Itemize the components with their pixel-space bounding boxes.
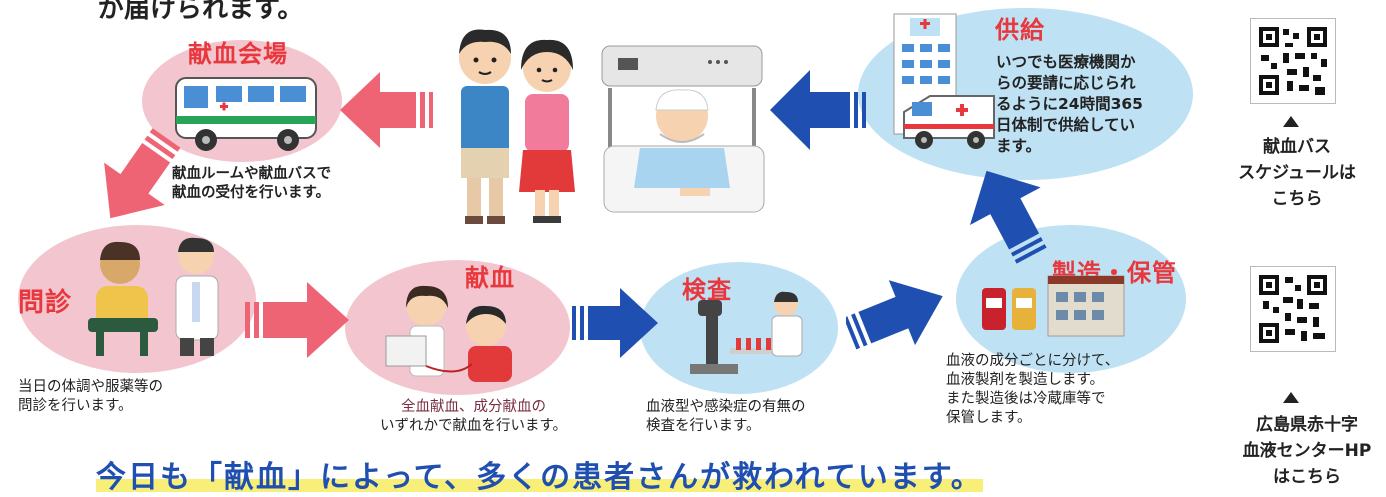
supply-desc-line2: らの要請に応じられ	[996, 74, 1136, 92]
arrow-right-blue-1-icon	[572, 288, 658, 358]
test-title: 検査	[682, 276, 732, 304]
supply-desc-line1: いつでも医療機関か	[996, 53, 1136, 71]
arrow-left-blue-icon	[770, 70, 866, 150]
top-cut-text: が届けられます。	[98, 0, 304, 24]
banner: 今日も「献血」によって、多くの患者さんが救われています。	[96, 452, 1096, 495]
interview-title: 問診	[18, 288, 73, 318]
qr1-caption-line2: スケジュールは	[1238, 163, 1356, 183]
arrow-down-pink-icon	[104, 128, 181, 219]
donation-scene-icon	[385, 285, 512, 382]
venue-desc: 献血ルームや献血バスで 献血の受付を行います。	[172, 165, 331, 203]
interview-desc: 当日の体調や服薬等の 問診を行います。	[18, 378, 163, 416]
qr1-caption-line3: こちら	[1271, 189, 1323, 209]
manufacture-desc-line1: 血液の成分ごとに分けて、	[946, 353, 1120, 369]
microscope-icon	[690, 291, 803, 374]
qr1-caption-line1: 献血バス	[1263, 137, 1331, 157]
qr-code-blood-center-hp[interactable]	[1250, 266, 1336, 352]
test-desc: 血液型や感染症の有無の 検査を行います。	[646, 398, 806, 436]
qr-code-icon	[1257, 25, 1329, 97]
qr-code-icon	[1257, 273, 1329, 345]
up-triangle-icon	[1283, 116, 1299, 127]
couple-icon	[459, 29, 575, 224]
interview-scene-icon	[88, 237, 219, 356]
venue-title: 献血会場	[188, 40, 288, 68]
donation-blob	[345, 260, 570, 395]
donation-desc-line2: いずれかで献血を行います。	[380, 418, 568, 434]
interview-desc-line1: 当日の体調や服薬等の	[18, 379, 163, 395]
ambulance-icon	[903, 95, 995, 149]
qr2-caption: 広島県赤十字 血液センターHP はこちら	[1232, 412, 1382, 490]
banner-text: 今日も「献血」によって、多くの患者さんが救われています。	[96, 460, 983, 495]
qr2-caption-line2: 血液センターHP	[1242, 441, 1372, 461]
manufacture-desc-line3: また製造後は冷蔵庫等で	[946, 391, 1106, 407]
arrow-right-pink-icon	[245, 282, 349, 358]
qr1-caption: 献血バス スケジュールは こちら	[1232, 134, 1362, 212]
patient-bed-icon	[601, 45, 765, 213]
supply-desc-line5: ます。	[996, 137, 1041, 155]
donation-title: 献血	[465, 264, 515, 292]
test-desc-line2: 検査を行います。	[646, 418, 761, 434]
venue-desc-line1: 献血ルームや献血バスで	[172, 166, 332, 182]
donation-desc: 全血献血、成分献血の いずれかで献血を行います。	[380, 398, 567, 436]
qr2-caption-line3: はこちら	[1273, 467, 1341, 487]
manufacture-desc: 血液の成分ごとに分けて、 血液製剤を製造します。 また製造後は冷蔵庫等で 保管し…	[946, 352, 1119, 428]
blood-bag-icon	[982, 275, 1125, 337]
supply-desc-line3: るように24時間365	[996, 95, 1143, 113]
supply-desc-line4: 日体制で供給してい	[996, 116, 1136, 134]
arrow-left-pink-icon	[340, 72, 433, 148]
venue-desc-line2: 献血の受付を行います。	[172, 185, 331, 201]
supply-desc: いつでも医療機関か らの要請に応じられ るように24時間365 日体制で供給して…	[996, 52, 1143, 157]
interview-desc-line2: 問診を行います。	[18, 398, 133, 414]
arrow-up-blue-icon	[969, 170, 1047, 264]
arrow-right-blue-2-icon	[846, 280, 943, 350]
supply-title: 供給	[995, 16, 1045, 44]
qr2-caption-line1: 広島県赤十字	[1256, 415, 1358, 435]
up-triangle-icon	[1283, 392, 1299, 403]
manufacture-desc-line4: 保管します。	[946, 410, 1032, 426]
test-desc-line1: 血液型や感染症の有無の	[646, 399, 806, 415]
donation-desc-line1: 全血献血、成分献血の	[401, 399, 547, 415]
manufacture-desc-line2: 血液製剤を製造します。	[946, 372, 1105, 388]
qr-code-bus-schedule[interactable]	[1250, 18, 1336, 104]
bus-icon	[175, 77, 317, 151]
test-blob	[640, 262, 838, 394]
